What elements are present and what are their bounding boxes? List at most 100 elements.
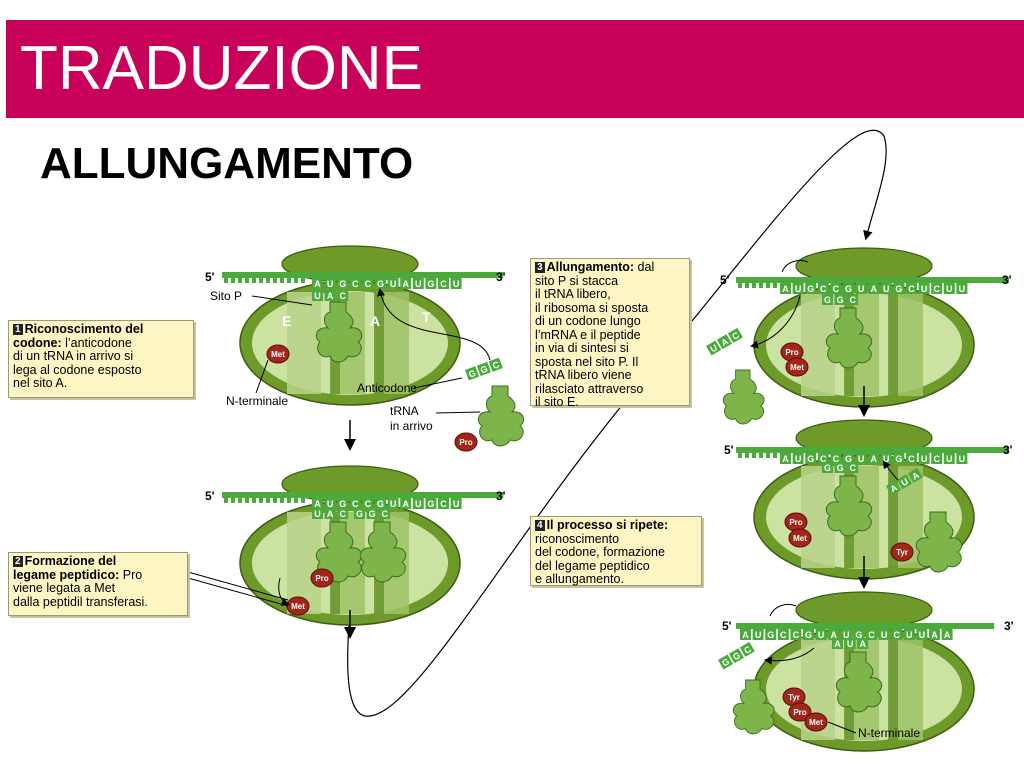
panel2-pro: Pro [310,568,334,588]
panel1-mrna-tooth [266,278,270,283]
panel5-pro: Pro [788,702,812,722]
panel5-codon-tile [929,629,940,640]
panel3-base-13: U [946,284,953,294]
trna-label-2: in arrivo [390,419,433,433]
panel5-codon-tile [891,629,903,640]
panel4-anticodon-ggc-tile [834,462,846,473]
panel4-codon-tile [880,453,892,464]
panel1-anticodon-ggc-base-1: G [479,364,489,376]
panel5-base-0: A [742,630,749,640]
n-terminale-leader-1 [255,359,269,394]
panel3-base-3: C [820,284,827,294]
panel5-base-10: C [868,630,875,640]
panel2-codon-tile [400,498,412,509]
panel4-base-4: C [833,454,840,464]
panel2-mrna-tooth [287,498,291,503]
panel1-mrna-strand [222,272,504,278]
panel1-base-10: C [440,279,447,289]
panel3-anticodon-ggc-tile [834,294,846,305]
panel3-anticodon-uac-base-0: U [708,342,719,354]
panel2-trna-p [315,521,363,583]
panel5-anticodon-aua-tile [832,638,843,649]
panel1-pro-incoming-label: Pro [459,438,472,447]
panel4-base-6: U [858,454,865,464]
panel1-mrna-tooth [294,278,298,283]
panel5-base-3: C [780,630,787,640]
panel2-mrna-tooth [294,498,298,503]
panel3-site-divider-2 [888,294,898,396]
panel4-codon-tile [893,453,905,464]
panel4-base-5: G [845,454,852,464]
panel5-base-1: U [755,630,762,640]
panel3-codon-tile [830,283,842,294]
panel1-codon-tile [312,278,323,289]
panel5-codon-tile [828,629,840,640]
panel5-base-4: C [793,630,800,640]
panel2-anticodon-ggc-base-1: G [369,509,376,519]
panel5-anticodon-ggc-base-0: G [720,656,731,668]
panel2-anticodon-ggc-tile [379,508,391,519]
panel1-site-0 [287,292,321,394]
panel5-anticodon-ggc-base-1: G [731,650,742,662]
panel5-anticodon-aua-tile [844,638,856,649]
panel4-mrna-tooth [759,453,763,458]
panel2-codon-tile [412,498,424,509]
panel1-base-7: A [402,279,409,289]
panel3-codon-tile [943,283,955,294]
panel1-anticodon-uac-tile [312,290,323,301]
panel3-anticodon-uac-tile [727,327,743,343]
panel3-mrna-tooth [745,283,749,288]
panel4-anticodon-aua-tile [907,467,923,483]
panel5-trna-p [835,651,883,713]
panel3-met: Met [785,357,809,377]
anticodone-label: Anticodone [357,381,417,395]
panel3-anticodon-uac-base-2: C [730,330,741,342]
panel2-met-label: Met [291,602,305,611]
panel1-mrna-tooth [238,278,242,283]
panel2-mrna-tooth [266,498,270,503]
panel2-anticodon-uac-base-0: U [314,509,321,519]
panel4-base-0: A [782,454,789,464]
panel1-pro-incoming: Pro [454,432,478,452]
panel1-anticodon-ggc-base-2: C [491,359,501,371]
panel2-mrna-tooth [224,498,228,503]
panel4-incoming-arrow [882,460,899,481]
panel4-codon-tile [931,453,943,464]
panel2-base-9: G [427,499,434,509]
panel5-codon-tile [803,629,814,640]
panel5-base-15: A [931,630,938,640]
panel2-mrna-tooth [259,498,263,503]
panel3-codon-tile [868,283,880,294]
panel4-base-9: G [895,454,902,464]
panel5-anticodon-aua-base-2: A [859,639,866,649]
panel3-anticodon-uac-tile [716,334,732,350]
panel4-codon-tile [855,453,867,464]
panel3-base-6: U [858,284,865,294]
panel1-base-9: G [427,279,434,289]
panel1-anticodon-ggc-base-0: G [467,368,477,380]
panel3-codon-tile [880,283,892,294]
panel1-mrna-tooth [231,278,235,283]
panel4-base-1: U [795,454,802,464]
panel4-codon-tile [868,453,880,464]
sito-p-label: Sito P [210,289,242,303]
n-terminale-label-1: N-terminale [226,394,288,408]
panel1-site-divider-2 [374,292,384,394]
panel3-anticodon-ggc-base-2: C [849,295,856,305]
panel2-anticodon-ggc-base-0: G [356,509,363,519]
step-4-number: 4 [535,520,545,531]
panel2-codon-tile [324,498,336,509]
panel4-base-13: U [946,454,953,464]
panel1-met: Met [266,344,290,364]
anticodone-leader [413,377,463,389]
panel5-pro-label: Pro [793,708,806,717]
panel4-base-2: G [807,454,814,464]
panel1-base-3: C [352,279,359,289]
